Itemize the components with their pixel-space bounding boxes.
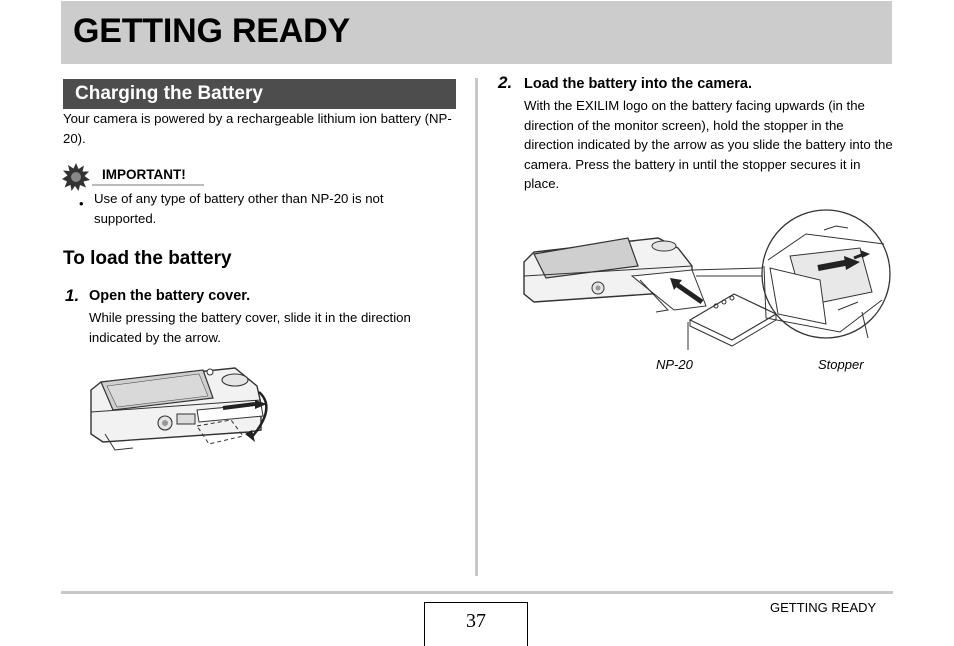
step-1-text: While pressing the battery cover, slide … [89, 310, 411, 345]
section-title: Charging the Battery [75, 83, 263, 104]
battery-label: NP-20 [656, 357, 693, 372]
page-number: 37 [466, 610, 486, 632]
step-2-number: 2. [498, 73, 513, 92]
intro-text: Your camera is powered by a rechargeable… [63, 111, 452, 146]
starburst-icon [62, 163, 90, 191]
page-title: GETTING READY [73, 12, 350, 50]
stopper-label: Stopper [818, 357, 864, 372]
important-bullet: Use of any type of battery other than NP… [94, 191, 384, 226]
step-1-title: Open the battery cover. [89, 288, 251, 304]
battery-insert-illustration [523, 209, 891, 350]
subheading: To load the battery [63, 248, 232, 269]
step-1-number: 1. [65, 286, 80, 305]
important-label: IMPORTANT! [102, 167, 186, 182]
camera-cover-illustration [90, 367, 268, 451]
column-divider [475, 78, 478, 576]
footer-section-label: GETTING READY [770, 600, 877, 615]
page-number-box: 37 [424, 602, 528, 646]
section-title-bar: Charging the Battery [63, 79, 456, 109]
bullet-dot: • [79, 196, 84, 211]
header-banner: GETTING READY [61, 1, 892, 64]
step-2-text: With the EXILIM logo on the battery faci… [524, 98, 893, 191]
footer-rule [61, 591, 893, 594]
important-underline [92, 184, 204, 186]
step-2-title: Load the battery into the camera. [524, 76, 753, 92]
